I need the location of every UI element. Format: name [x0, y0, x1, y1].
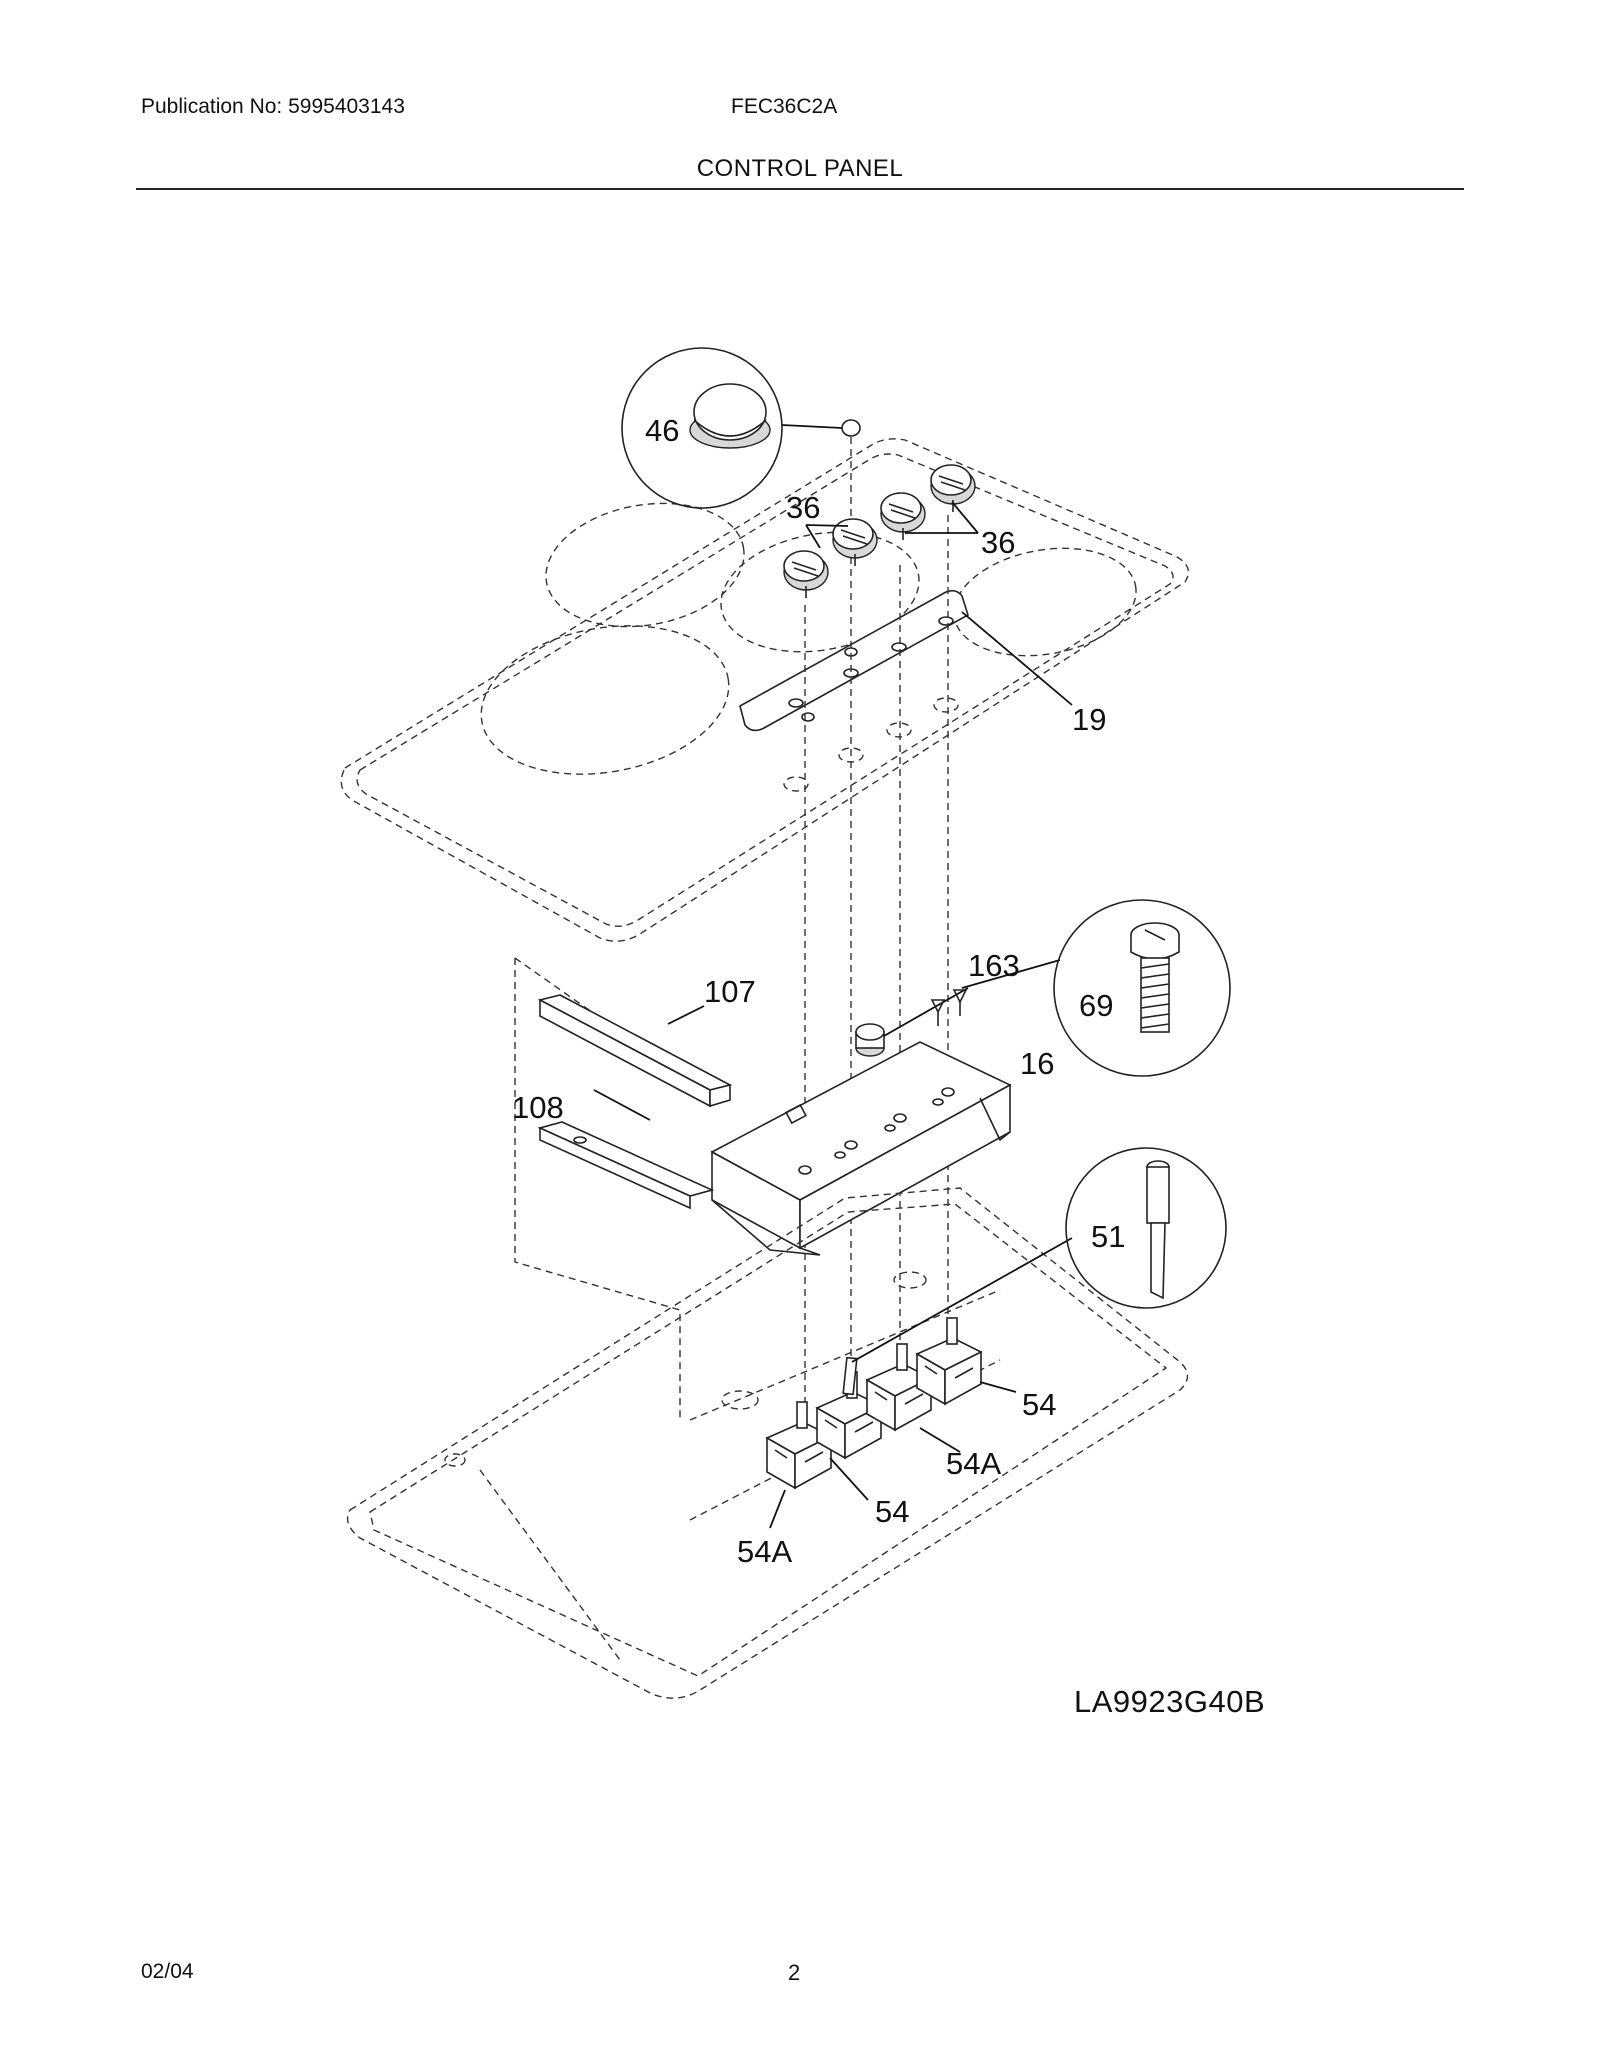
assembly-guides: [804, 425, 949, 1430]
callout-163: 163: [968, 948, 1020, 983]
callout-69: 69: [1079, 988, 1113, 1023]
control-housing: [710, 1041, 1012, 1256]
indicator-light: [842, 1237, 1073, 1396]
leader-lines-top: [805, 501, 1073, 706]
header-rule: [136, 188, 1464, 190]
callout-54A-left: 54A: [737, 1534, 792, 1569]
callout-36-left: 36: [786, 490, 820, 525]
callout-107: 107: [704, 974, 756, 1009]
cooktop-top: [340, 438, 1189, 942]
callout-19: 19: [1072, 702, 1106, 737]
diagram-code: LA9923G40B: [1074, 1684, 1265, 1719]
footer-date: 02/04: [141, 1960, 194, 1983]
callout-51: 51: [1091, 1219, 1125, 1254]
detail-circle-51: [1065, 1147, 1227, 1309]
control-knobs: [783, 464, 976, 598]
model-number: FEC36C2A: [731, 95, 838, 118]
detail-circle-46: [621, 347, 783, 509]
callout-54-right: 54: [1022, 1387, 1056, 1422]
callout-16: 16: [1020, 1046, 1054, 1081]
callout-54A-right: 54A: [946, 1446, 1001, 1481]
detail-circle-69: [1053, 899, 1231, 1077]
trim-strips: [514, 957, 733, 1420]
publication-number: Publication No: 5995403143: [141, 95, 405, 118]
callout-36-right: 36: [981, 525, 1015, 560]
indicator-cap: [781, 419, 861, 437]
screws: [930, 959, 1061, 1026]
grommet: [855, 987, 969, 1057]
page-number: 2: [788, 1960, 801, 1985]
callout-108: 108: [512, 1090, 564, 1125]
overlay-plate: [739, 589, 969, 732]
callout-54-center: 54: [875, 1494, 909, 1529]
section-title: CONTROL PANEL: [696, 155, 904, 182]
callout-labels: 46 36 36 19 163 107 69 16 108 51 54 54A …: [512, 413, 1265, 1719]
callout-46: 46: [645, 413, 679, 448]
infinite-switches: [765, 1317, 1017, 1529]
